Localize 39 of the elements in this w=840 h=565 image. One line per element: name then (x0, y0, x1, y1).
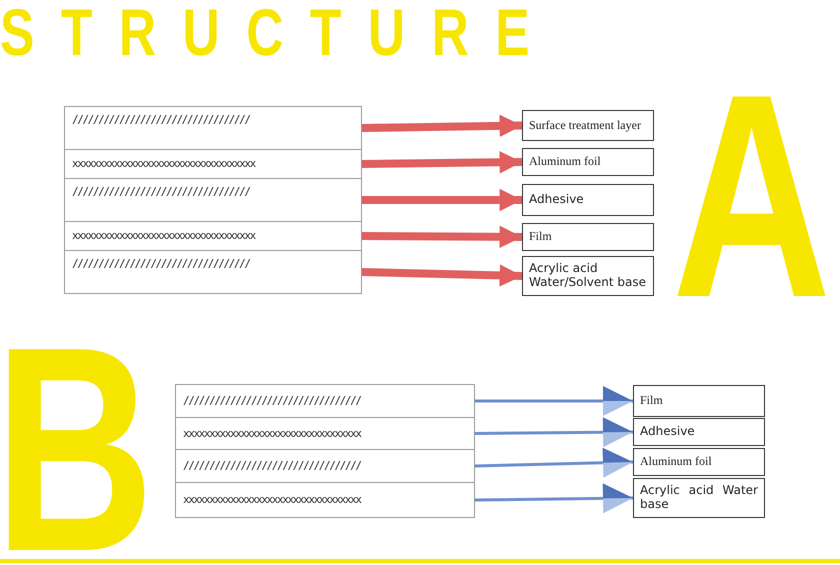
layer-label-box: Adhesive (522, 184, 654, 216)
hatch-text: xxxxxxxxxxxxxxxxxxxxxxxxxxxxxxxxxx (183, 426, 361, 440)
arrow (362, 264, 522, 287)
layer-band (175, 417, 475, 450)
layer-band (64, 250, 362, 294)
layer-label-box: Aluminum foil (522, 148, 654, 176)
layer-band (64, 149, 362, 179)
layer-label-box: Surface treatment layer (522, 110, 654, 141)
layer-band (64, 221, 362, 251)
layer-band (175, 449, 475, 483)
layer-label-box: Aluminum foil (633, 448, 765, 476)
hatch-text: ////////////////////////////////// (183, 459, 361, 473)
layer-band (64, 178, 362, 222)
layer-label-box: Film (633, 385, 765, 417)
layer-label-box: Adhesive (633, 418, 765, 446)
hatch-text: xxxxxxxxxxxxxxxxxxxxxxxxxxxxxxxxxx (183, 493, 361, 507)
layer-band (64, 106, 362, 150)
arrow (362, 188, 522, 212)
arrow (362, 114, 522, 138)
hatch-text: ////////////////////////////////// (72, 185, 250, 198)
arrow (475, 386, 633, 416)
hatch-text: ////////////////////////////////// (72, 257, 250, 270)
hatch-text: ////////////////////////////////// (183, 394, 361, 408)
hatch-text: xxxxxxxxxxxxxxxxxxxxxxxxxxxxxxxxxxx (72, 157, 255, 171)
arrow (474, 448, 634, 478)
section-letter: B (0, 344, 154, 554)
layer-band (175, 482, 475, 518)
arrow (362, 226, 522, 248)
section-letter: A (672, 92, 832, 301)
hatch-text: ////////////////////////////////// (72, 113, 250, 126)
arrow (474, 483, 634, 514)
layer-band (175, 384, 475, 418)
arrow (362, 151, 522, 174)
layer-label-box: Acrylic acid Water/Solvent base (522, 256, 654, 296)
arrow (474, 417, 634, 448)
layer-label-box: Acrylic acid Water base (633, 478, 765, 518)
hatch-text: xxxxxxxxxxxxxxxxxxxxxxxxxxxxxxxxxxx (72, 229, 255, 243)
layer-label-box: Film (522, 223, 654, 251)
title: STRUCTURE (0, 0, 556, 70)
